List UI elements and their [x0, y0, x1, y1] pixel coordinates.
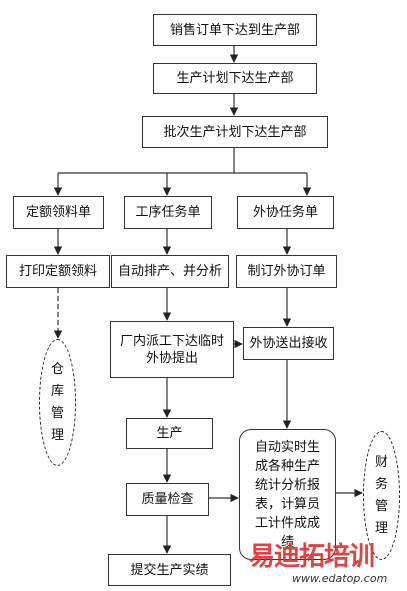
node-auto-reports: 自动实时生 成各种生产 统计分析报 表，计算员 工计件成成 绩 [239, 429, 336, 560]
node-outsourcing-send: 外协送出接收 [243, 327, 334, 360]
node-production-plan: 生产计划下达生产部 [153, 63, 317, 94]
node-quality-check: 质量检查 [126, 483, 209, 516]
watermark-url: www.edatop.com [292, 572, 388, 585]
node-production: 生产 [126, 418, 213, 449]
node-batch-plan: 批次生产计划下达生产部 [142, 116, 328, 148]
watermark-brand: 易迪拓培训 [249, 542, 375, 572]
node-quota-material: 定额领料单 [13, 196, 104, 229]
node-auto-schedule: 自动排产、并分析 [111, 255, 229, 288]
node-submit-results: 提交生产实绩 [108, 554, 231, 586]
node-sales-order: 销售订单下达到生产部 [153, 14, 317, 46]
node-outsourcing-task: 外协任务单 [237, 196, 334, 229]
node-finance-management: 财 务 管 理 [363, 431, 400, 560]
node-factory-dispatch: 厂内派工下达临时 外协提出 [110, 321, 234, 378]
node-make-outsourcing-order: 制订外协订单 [236, 255, 337, 288]
node-warehouse-management: 仓 库 管 理 [39, 339, 76, 466]
node-print-quota: 打印定额领料 [6, 255, 110, 288]
node-process-task: 工序任务单 [124, 196, 212, 229]
